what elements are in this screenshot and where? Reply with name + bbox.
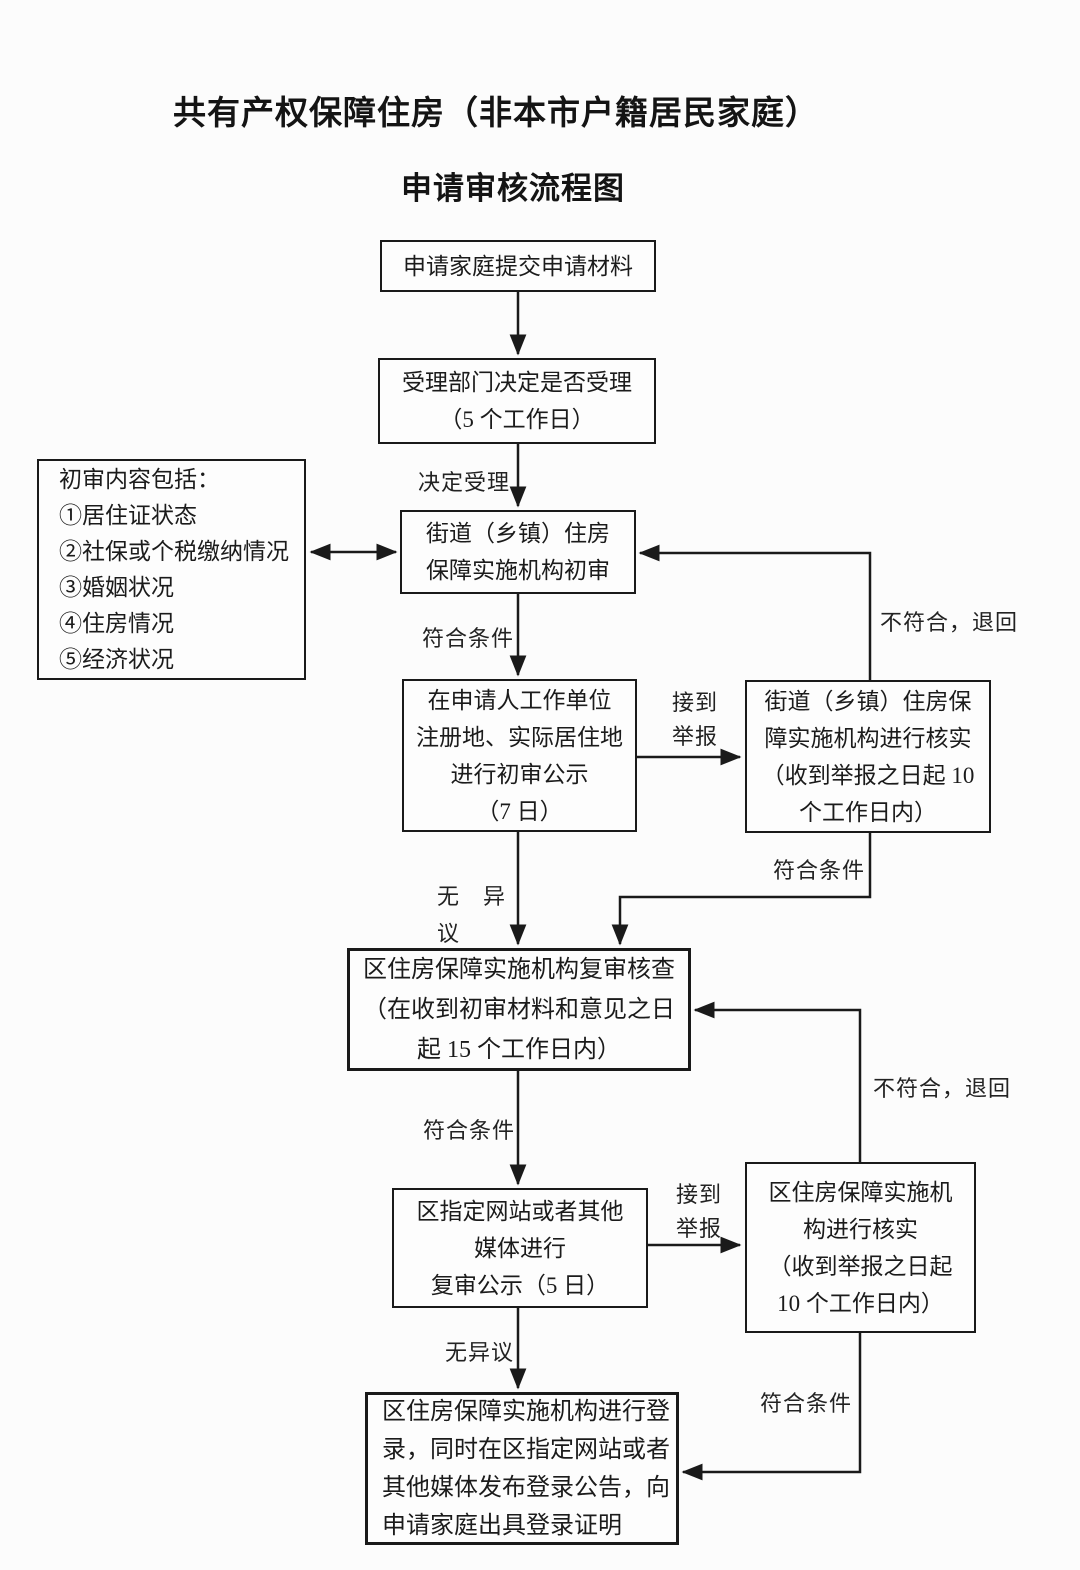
flow-box-street-initial-review: 街道（乡镇）住房 保障实施机构初审	[400, 510, 636, 594]
flow-box-district-verify: 区住房保障实施机 构进行核实 （收到举报之日起 10 个工作日内）	[745, 1162, 976, 1333]
flow-box-initial-publicity-7d: 在申请人工作单位 注册地、实际居住地 进行初审公示 （7 日）	[402, 679, 637, 832]
edge-label-decide-accept: 决定受理	[418, 470, 511, 495]
edge-label-meet-criteria-3: 符合条件	[423, 1118, 516, 1143]
flow-box-initial-review-content: 初审内容包括： ①居住证状态 ②社保或个税缴纳情况 ③婚姻状况 ④住房情况 ⑤经…	[37, 459, 306, 680]
page-title-line2: 申请审核流程图	[401, 171, 625, 206]
edge-label-report-received-2: 接到 举报	[676, 1182, 723, 1241]
edge-label-meet-criteria-1: 符合条件	[422, 626, 515, 651]
page-title-line1: 共有产权保障住房（非本市户籍居民家庭）	[173, 96, 819, 132]
edge-label-not-meet-return-1: 不符合，退回	[880, 610, 1019, 635]
edge-label-not-meet-return-2: 不符合，退回	[873, 1076, 1012, 1101]
edge-label-no-objection-2: 无异议	[445, 1340, 515, 1365]
flow-box-district-recheck: 区住房保障实施机构复审核查 （在收到初审材料和意见之日 起 15 个工作日内）	[347, 948, 691, 1071]
connector-street-verify-to-recheck	[611, 833, 872, 946]
connector-district-verify-return	[693, 1001, 862, 1162]
edge-label-no-objection-1: 无 异 议	[437, 884, 507, 946]
flow-box-recheck-publicity-5d: 区指定网站或者其他 媒体进行 复审公示（5 日）	[392, 1188, 648, 1308]
edge-label-meet-criteria-2: 符合条件	[773, 858, 866, 883]
edge-label-meet-criteria-4: 符合条件	[760, 1391, 853, 1416]
connector-street-verify-return	[638, 544, 872, 680]
flow-box-acceptance-decision: 受理部门决定是否受理 （5 个工作日）	[378, 358, 656, 444]
flow-box-register: 区住房保障实施机构进行登 录，同时在区指定网站或者 其他媒体发布登录公告，向 申…	[365, 1392, 679, 1545]
flow-box-street-verify: 街道（乡镇）住房保 障实施机构进行核实 （收到举报之日起 10 个工作日内）	[745, 680, 991, 833]
flow-box-submit-materials: 申请家庭提交申请材料	[380, 240, 656, 292]
edge-label-report-received-1: 接到 举报	[672, 690, 719, 749]
